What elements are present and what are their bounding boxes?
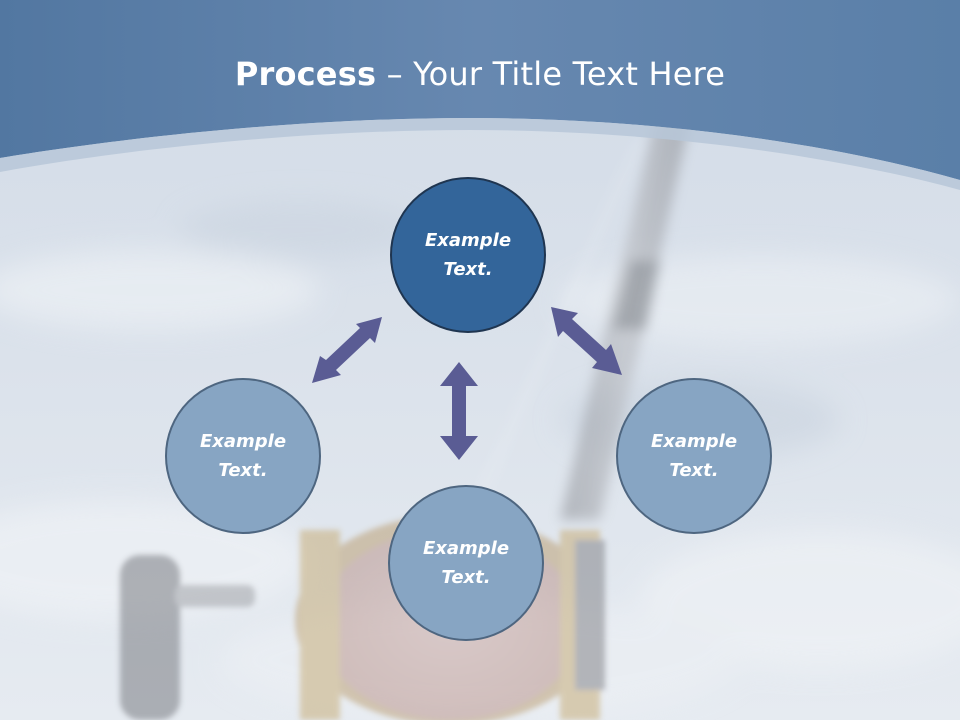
page-title: Process – Your Title Text Here bbox=[0, 48, 960, 100]
node-top-line2: Text. bbox=[443, 259, 493, 280]
process-node-right: Example Text. bbox=[616, 378, 772, 534]
title-bold: Process bbox=[234, 55, 377, 93]
node-left-line1: Example bbox=[199, 431, 287, 452]
title-rest: – Your Title Text Here bbox=[376, 55, 726, 93]
process-node-left: Example Text. bbox=[165, 378, 321, 534]
process-node-bottom: Example Text. bbox=[388, 485, 544, 641]
node-bottom-line1: Example bbox=[422, 538, 510, 559]
node-bottom-line2: Text. bbox=[441, 567, 491, 588]
node-left-line2: Text. bbox=[218, 460, 268, 481]
process-node-top: Example Text. bbox=[390, 177, 546, 333]
node-top-line1: Example bbox=[424, 230, 512, 251]
node-right-line2: Text. bbox=[669, 460, 719, 481]
node-right-line1: Example bbox=[650, 431, 738, 452]
